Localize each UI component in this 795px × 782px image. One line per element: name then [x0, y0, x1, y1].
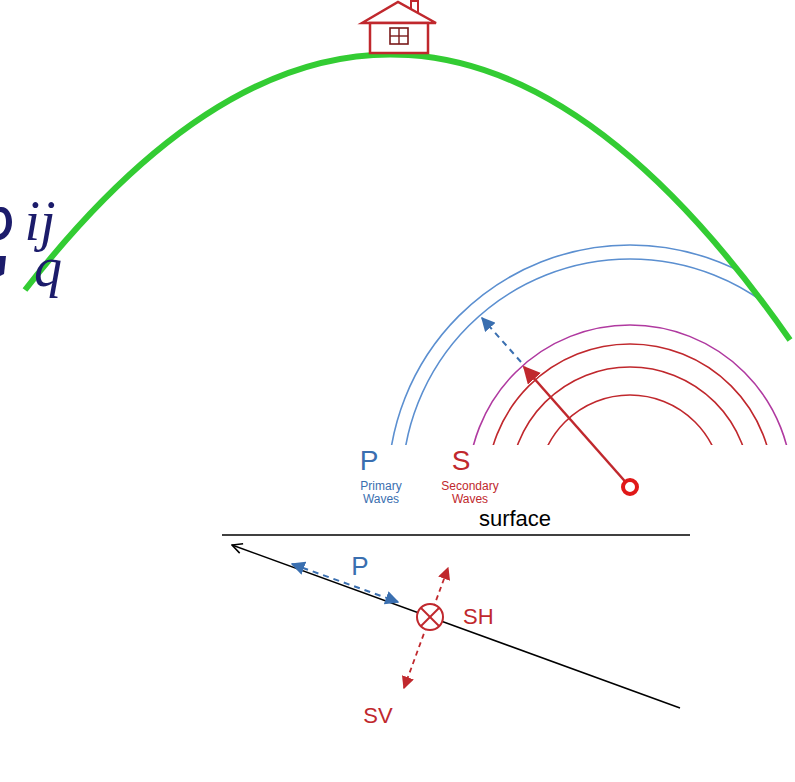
surface-label: surface — [479, 507, 551, 531]
focus-dot — [623, 480, 637, 494]
motion-label: P — [351, 552, 368, 581]
ray-line — [232, 545, 680, 708]
subscript-index: q — [34, 237, 62, 299]
sh-symbol — [417, 604, 443, 630]
s-ray-arrow — [524, 367, 630, 487]
s-wavefront — [468, 325, 792, 445]
p-ray-arrow — [482, 318, 521, 362]
s-wavefront — [538, 395, 722, 445]
wave-letter: S — [452, 446, 471, 477]
s-wavefront — [510, 367, 750, 445]
wave-caption: Secondary Waves — [436, 480, 504, 505]
wavefront-group — [388, 245, 795, 729]
motion-label: SV — [363, 704, 392, 728]
sigma-fragment — [0, 207, 12, 240]
p-wavefront — [402, 259, 795, 445]
p-motion-arrow — [292, 564, 398, 602]
p-wavefront — [388, 245, 795, 445]
s-wavefront — [487, 344, 773, 445]
wave-letter: P — [360, 446, 379, 477]
wave-caption: Primary Waves — [354, 480, 408, 505]
house-icon — [362, 1, 436, 53]
earth-surface-arc — [25, 54, 790, 340]
surface-line — [222, 534, 690, 536]
motion-label: SH — [463, 605, 494, 629]
nu-fragment — [0, 256, 6, 276]
